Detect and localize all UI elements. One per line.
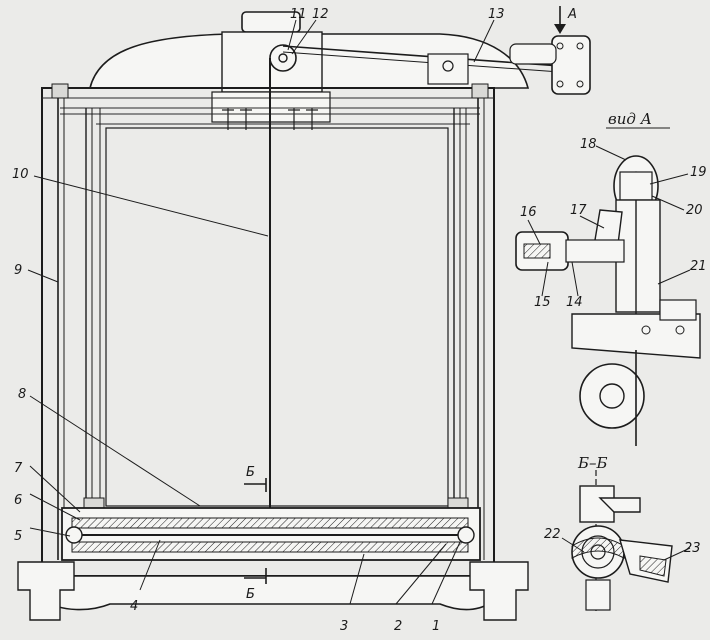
callout-18: 18	[580, 137, 597, 152]
outer-frame	[41, 87, 495, 577]
section-mark-bottom-label: Б	[246, 587, 255, 602]
callout-21: 21	[690, 259, 707, 274]
callout-12: 12	[312, 7, 329, 22]
radiator-assembly	[17, 11, 561, 621]
section-bb-title: Б–Б	[577, 454, 608, 472]
callout-2: 2	[394, 619, 402, 634]
callout-10: 10	[12, 167, 29, 182]
bottom-tank	[41, 575, 495, 611]
right-guide-rods	[453, 88, 485, 560]
callout-16: 16	[520, 205, 537, 220]
section-mark-bb	[244, 478, 267, 584]
callout-6: 6	[14, 493, 22, 508]
callout-14: 14	[566, 295, 583, 310]
callout-3: 3	[340, 619, 348, 634]
view-a-detail	[515, 127, 701, 446]
callout-15: 15	[534, 295, 551, 310]
callout-labels: 1 2 3 4 5 6 7 8 9 10 11 12 13 14 15 16 1…	[12, 7, 707, 634]
callout-9: 9	[14, 263, 22, 278]
callout-11: 11	[290, 7, 307, 22]
callout-4: 4	[130, 599, 138, 614]
top-pulley-hub	[278, 53, 288, 63]
callout-13: 13	[488, 7, 505, 22]
view-a-title: вид А	[608, 110, 652, 128]
callout-17: 17	[570, 203, 587, 218]
radiator-core	[105, 127, 449, 507]
section-bb-detail	[571, 470, 673, 612]
shutter-roller	[61, 507, 481, 561]
left-guide-rods	[57, 88, 101, 560]
callout-5: 5	[14, 529, 22, 544]
neck-bolts	[222, 108, 318, 130]
arrow-a-label: А	[567, 7, 577, 22]
leader-lines	[27, 19, 691, 605]
callout-22: 22	[544, 527, 561, 542]
section-mark-top-label: Б	[246, 465, 255, 480]
callout-20: 20	[686, 203, 703, 218]
callout-8: 8	[18, 387, 26, 402]
callout-19: 19	[690, 165, 707, 180]
callout-1: 1	[432, 619, 440, 634]
mounting-feet	[17, 561, 529, 621]
callout-23: 23	[684, 541, 701, 556]
handle-bracket	[509, 6, 591, 95]
callout-7: 7	[14, 461, 23, 476]
